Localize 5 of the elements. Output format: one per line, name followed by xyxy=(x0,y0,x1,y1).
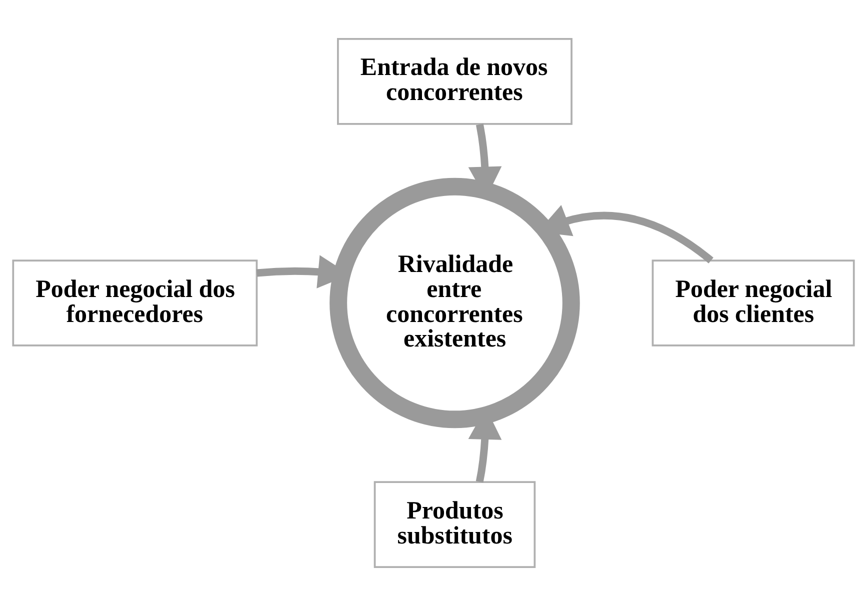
node-box: Entrada de novos concorrentes xyxy=(337,38,572,125)
node-box: Produtos substitutos xyxy=(374,481,536,568)
node-box: Poder negocial dos clientes xyxy=(652,260,855,346)
node-box: Poder negocial dos fornecedores xyxy=(12,260,258,346)
node-circle: Rivalidade entre concorrentes existentes xyxy=(330,178,580,428)
